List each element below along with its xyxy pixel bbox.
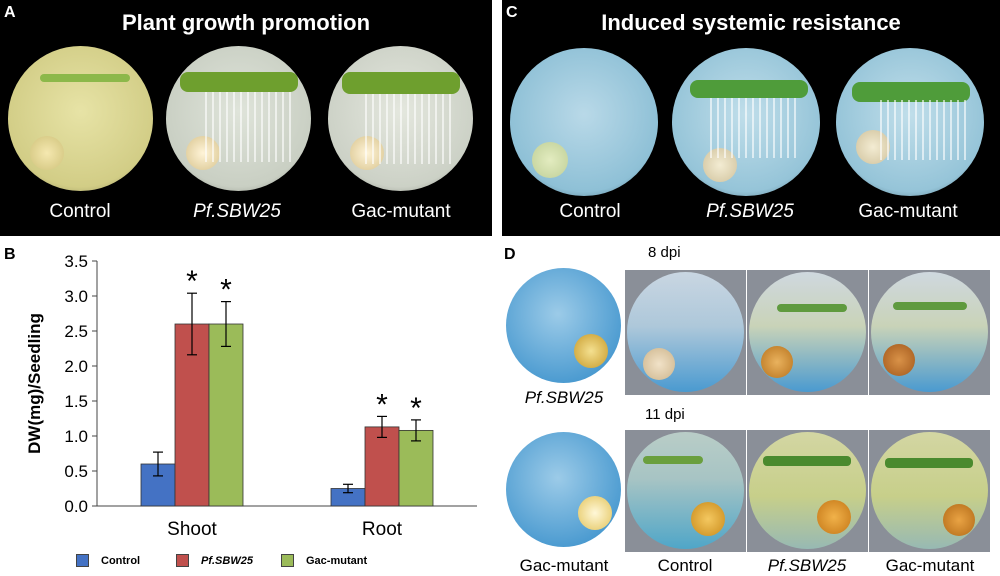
photo-11dpi-control <box>625 430 746 552</box>
panel-d-left-label-gac-mutant: Gac-mutant <box>519 556 609 575</box>
seedlings-pf-sbw25 <box>690 80 808 98</box>
petri-dish <box>627 272 744 392</box>
y-tick-label: 2.5 <box>64 322 88 341</box>
significance-marker: * <box>410 392 422 425</box>
panel-c-title: Induced systemic resistance <box>601 10 901 35</box>
bar <box>398 429 434 507</box>
bacteria-colony <box>883 344 915 376</box>
panel-b-letter: B <box>4 246 16 263</box>
petri-dish-control <box>8 46 153 191</box>
significance-marker: * <box>186 265 198 298</box>
seedlings <box>643 456 703 464</box>
panel-d-bottom-label-pf-sbw25: Pf.SBW25 <box>767 556 847 575</box>
legend-item-pf-sbw25: Pf.SBW25 <box>176 554 253 567</box>
panel-a-letter: A <box>4 4 16 21</box>
legend-item-gac-mutant: Gac-mutant <box>281 554 367 567</box>
significance-marker: * <box>376 388 388 421</box>
seedlings <box>763 456 851 466</box>
seedlings-control <box>40 74 130 82</box>
bacteria-colony <box>578 496 612 530</box>
bacteria-colony <box>532 142 568 178</box>
panel-d-left-label-pf-sbw25: Pf.SBW25 <box>524 388 604 407</box>
legend-swatch <box>176 554 189 567</box>
panel-c-label-gac-mutant: Gac-mutant <box>858 201 958 222</box>
panel-c-label-control: Control <box>559 201 621 222</box>
x-category-label: Shoot <box>167 519 217 540</box>
legend-item-control: Control <box>76 554 140 567</box>
seedlings-pf-sbw25 <box>180 72 298 92</box>
panel-d-letter: D <box>504 246 516 263</box>
time-label-8dpi: 8 dpi <box>648 244 681 261</box>
legend-label: Pf.SBW25 <box>201 554 253 567</box>
y-tick-label: 0.5 <box>64 462 88 481</box>
y-tick-label: 2.0 <box>64 357 88 376</box>
y-tick-label: 0.0 <box>64 497 88 516</box>
panel-a-label-pf-sbw25: Pf.SBW25 <box>193 201 281 222</box>
bacteria-colony <box>943 504 975 536</box>
bar <box>364 426 400 507</box>
panel-a-label-control: Control <box>49 201 111 222</box>
roots-gac-mutant <box>880 100 970 160</box>
panel-c-label-pf-sbw25: Pf.SBW25 <box>706 201 794 222</box>
panel-a-label-gac-mutant: Gac-mutant <box>351 201 451 222</box>
seedlings <box>885 458 973 468</box>
petri-dish <box>749 432 866 549</box>
bacteria-colony <box>817 500 851 534</box>
petri-dish-pf-sbw25 <box>506 268 621 383</box>
panel-a-title: Plant growth promotion <box>121 10 371 35</box>
bar-chart: 0.0 0.5 1.0 1.5 2.0 2.5 3.0 3.5DW(mg)/Seedling *… <box>25 252 477 540</box>
roots-pf-sbw25 <box>710 98 800 158</box>
legend-label: Gac-mutant <box>306 554 368 567</box>
significance-marker: * <box>220 274 232 307</box>
y-tick-label: 3.0 <box>64 287 88 306</box>
seedlings-gac-mutant <box>342 72 460 94</box>
photo-8dpi-pf-sbw25 <box>747 270 868 395</box>
bar <box>208 323 244 507</box>
legend-swatch <box>76 554 89 567</box>
petri-dish <box>871 272 988 392</box>
bacteria-colony <box>691 502 725 536</box>
bacteria-colony <box>30 136 64 170</box>
y-axis-label: DW(mg)/Seedling <box>25 313 44 454</box>
time-label-11dpi: 11 dpi <box>645 406 685 423</box>
seedlings <box>893 302 967 310</box>
petri-dish <box>871 432 988 549</box>
x-category-label: Root <box>362 519 403 540</box>
roots-pf-sbw25 <box>205 92 295 162</box>
bacteria-colony <box>574 334 608 368</box>
seedlings-gac-mutant <box>852 82 970 102</box>
seedlings <box>777 304 847 312</box>
photo-8dpi-gac-mutant <box>869 270 990 395</box>
panel-c-letter: C <box>506 4 518 21</box>
legend-label: Control <box>101 554 141 567</box>
photo-11dpi-gac-mutant <box>869 430 990 552</box>
panel-d-bottom-label-gac-mutant: Gac-mutant <box>885 556 975 575</box>
bacteria-colony <box>643 348 675 380</box>
panel-d-bottom-label-control: Control <box>657 556 713 575</box>
y-tick-label: 1.5 <box>64 392 88 411</box>
roots-gac-mutant <box>365 94 455 164</box>
petri-dish <box>627 432 744 549</box>
y-tick-label: 3.5 <box>64 252 88 271</box>
bacteria-colony <box>761 346 793 378</box>
photo-8dpi-control <box>625 270 746 395</box>
photo-11dpi-pf-sbw25 <box>747 430 868 552</box>
y-tick-label: 1.0 <box>64 427 88 446</box>
legend-swatch <box>281 554 294 567</box>
petri-dish-control <box>510 48 658 196</box>
petri-dish-gac-mutant <box>506 432 621 547</box>
